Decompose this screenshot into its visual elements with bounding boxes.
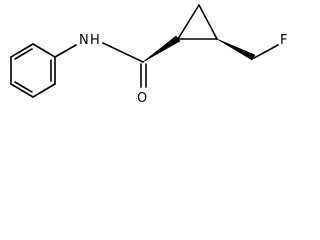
- ring-double-bond-2: [14, 81, 33, 93]
- cyclopropane-bond-2: [198, 4, 218, 40]
- ring-bond-2: [10, 43, 34, 58]
- ring-bond-5: [32, 83, 56, 98]
- ring-double-bond-1: [14, 48, 33, 60]
- wedge-bond-1: [142, 35, 181, 63]
- ch2-f-bond: [253, 44, 279, 59]
- molecule-diagram: N H O F: [0, 0, 294, 124]
- hydrogen-label: H: [90, 33, 100, 48]
- phenyl-ring: [10, 43, 56, 98]
- aryl-n-bond: [54, 44, 77, 58]
- oxygen-label: O: [137, 91, 147, 106]
- fluorine-label: F: [280, 33, 287, 48]
- nitrogen-label: N: [79, 33, 89, 48]
- wedge-bond-2: [216, 38, 256, 61]
- ring-bond-1: [32, 43, 56, 58]
- ring-bond-4: [10, 83, 34, 98]
- structure-svg: N H O F: [10, 4, 287, 106]
- cyclopropane-bond-1: [177, 4, 200, 40]
- n-carbonyl-bond: [102, 42, 144, 63]
